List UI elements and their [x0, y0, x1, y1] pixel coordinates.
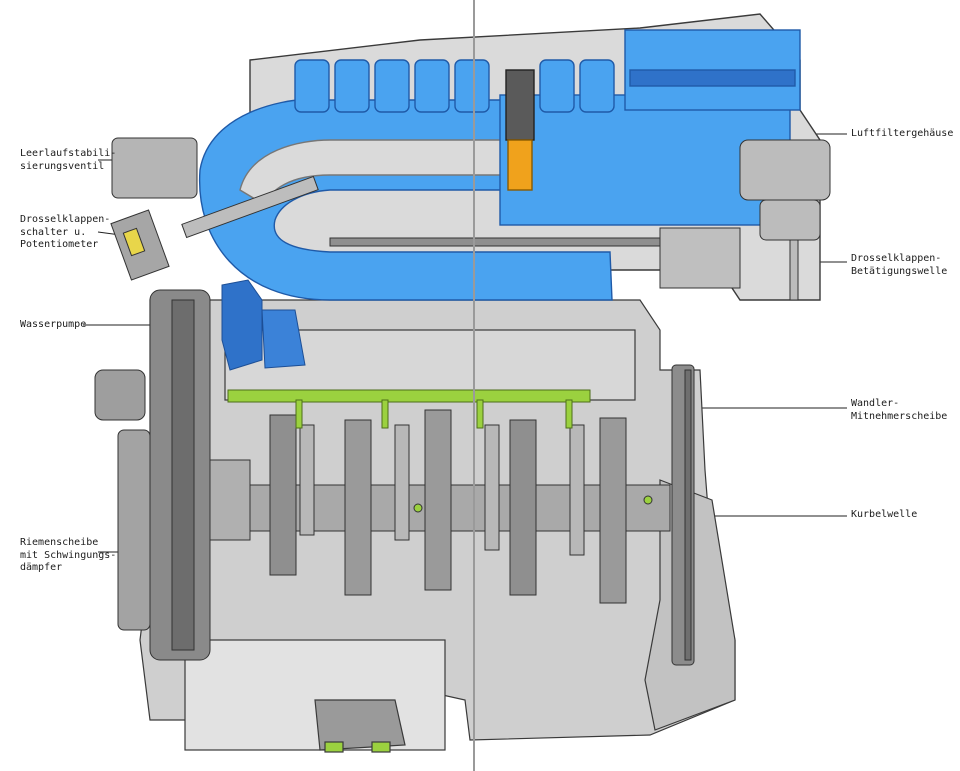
oil-pump-pickup: [314, 699, 406, 751]
pulley-outer: [117, 429, 151, 631]
conrod-2: [394, 424, 410, 541]
filter-element: [629, 69, 796, 87]
label-wandler: Wandler- Mitnehmerscheibe: [851, 398, 948, 422]
counterweight-4: [509, 419, 537, 596]
label-drossel-welle: Drosselklappen- Betätigungswelle: [851, 253, 948, 277]
water-pump-pulley: [94, 369, 146, 421]
idle-hose: [181, 175, 319, 239]
runner-cell-7: [579, 59, 615, 113]
oil-pickup-foot-2: [371, 741, 391, 753]
conrod-1: [299, 424, 315, 536]
runner-cell-4: [414, 59, 450, 113]
oil-branch-4: [565, 399, 573, 429]
label-drossel-schalter: Drosselklappen- schalter u. Potentiomete…: [20, 214, 111, 250]
counterweight-5: [599, 417, 627, 604]
idle-stabilizer-valve: [111, 137, 198, 199]
runner-cell-6: [539, 59, 575, 113]
conrod-3: [484, 424, 500, 551]
runner-cell-2: [334, 59, 370, 113]
bearing-2: [413, 503, 423, 513]
runner-cell-5: [454, 59, 490, 113]
right-auxiliaries: [739, 139, 831, 301]
conrod-4: [569, 424, 585, 556]
water-pump-outlet: [261, 309, 306, 369]
throttle-shaft: [329, 227, 741, 289]
pulley-damper: [117, 289, 251, 661]
oil-branch-1: [295, 399, 303, 429]
converter-drive-plate: [671, 364, 695, 666]
oil-gallery-main: [227, 389, 591, 403]
pulley-hub: [209, 459, 251, 541]
throttle-valve: [507, 139, 533, 191]
water-pump-housing: [221, 279, 263, 371]
oil-pan: [184, 639, 446, 751]
oil-pickup-foot-1: [324, 741, 344, 753]
damper-rubber: [171, 299, 195, 651]
oil-branch-2: [381, 399, 389, 429]
aux-block-2: [759, 199, 821, 241]
counterweight-2: [344, 419, 372, 596]
throttle-rod: [505, 69, 535, 141]
label-wasserpumpe: Wasserpumpe: [20, 319, 87, 330]
counterweight-3: [424, 409, 452, 591]
water-pump: [94, 279, 306, 421]
aux-pipe: [789, 239, 799, 301]
crankshaft: [209, 409, 671, 604]
flexplate-ring: [684, 369, 692, 661]
label-riemenscheibe: Riemenscheibe mit Schwingungs- dämpfer: [20, 537, 117, 573]
idle-valve-assembly: [110, 137, 319, 281]
oil-gallery: [227, 389, 591, 429]
runner-cell-1: [294, 59, 330, 113]
oil-branch-3: [476, 399, 484, 429]
label-luftfilter: Luftfiltergehäuse: [851, 128, 954, 139]
potentiometer: [122, 227, 146, 257]
label-kurbelwelle: Kurbelwelle: [851, 509, 918, 520]
throttle-linkage: [659, 227, 741, 289]
label-leerlauf: Leerlaufstabili- sierungsventil: [20, 148, 117, 172]
aux-block-1: [739, 139, 831, 201]
counterweight-1: [269, 414, 297, 576]
runner-cell-3: [374, 59, 410, 113]
bearing-3: [643, 495, 653, 505]
